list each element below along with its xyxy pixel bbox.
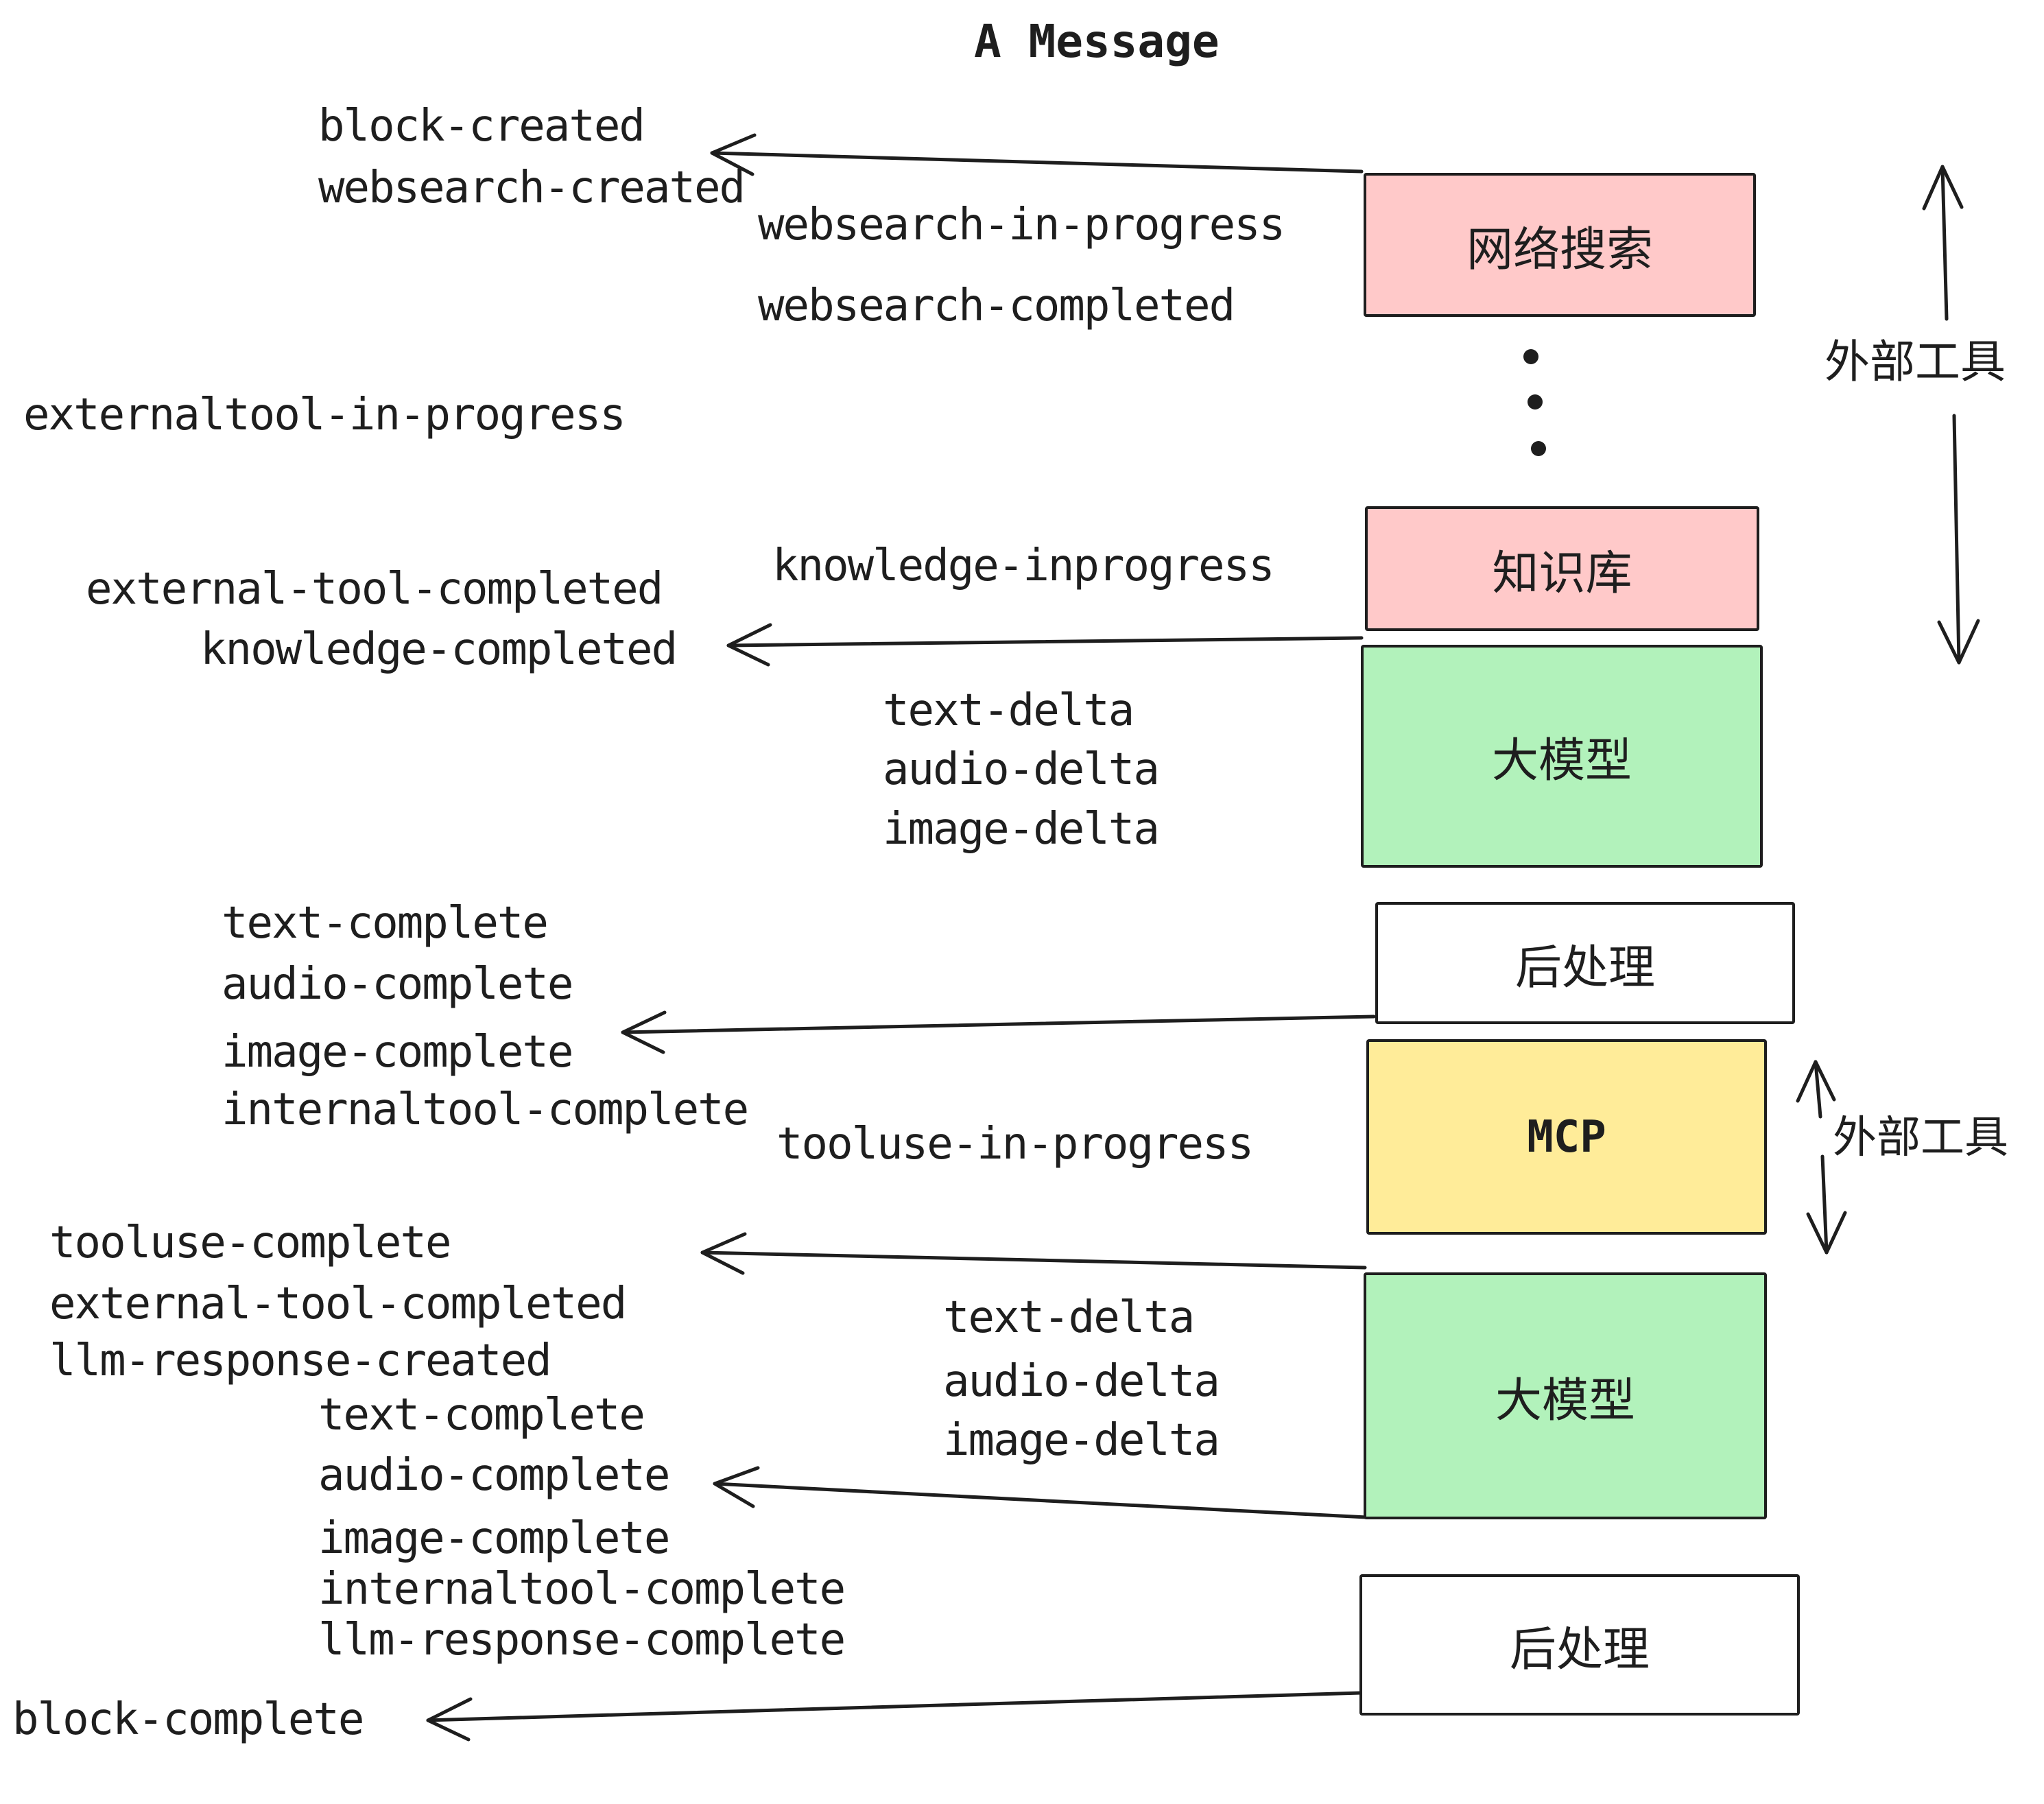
arrow-to-knowledge-completed (726, 623, 1364, 667)
event-tooluse-complete: tooluse-complete (49, 1218, 451, 1268)
box-mcp: MCP (1366, 1039, 1767, 1235)
event-image-complete-2: image-complete (318, 1513, 670, 1564)
box-knowledge-label: 知识库 (1492, 546, 1632, 601)
arrow-to-external-tool-completed-2 (700, 1232, 1367, 1275)
event-image-complete-1: image-complete (222, 1027, 573, 1078)
box-llm-2-label: 大模型 (1495, 1373, 1635, 1428)
event-text-delta-2: text-delta (943, 1292, 1195, 1343)
event-block-created: block-created (318, 101, 645, 152)
event-image-delta-2: image-delta (943, 1415, 1220, 1466)
box-llm-1-label: 大模型 (1491, 734, 1632, 788)
external-tools-middle-label: 外部工具 (1833, 1113, 2008, 1163)
arrow-to-image-complete-1 (621, 1010, 1376, 1054)
arrow-to-audio-complete-2 (713, 1466, 1368, 1519)
diagram-title: A Message (974, 15, 1220, 68)
external-tools-top-down-arrow (1937, 414, 1980, 665)
box-post-1: 后处理 (1375, 902, 1795, 1024)
external-tools-top-up-arrow (1922, 165, 1964, 321)
event-audio-complete-1: audio-complete (222, 959, 573, 1010)
event-llm-response-complete: llm-response-complete (318, 1615, 846, 1665)
box-post-2: 后处理 (1359, 1574, 1800, 1716)
box-post-1-label: 后处理 (1514, 940, 1655, 995)
event-external-tool-completed-1: external-tool-completed (86, 564, 663, 615)
event-text-complete-2: text-complete (318, 1390, 645, 1440)
arrow-to-block-complete (426, 1691, 1364, 1742)
event-websearch-in-progress: websearch-in-progress (758, 200, 1285, 250)
event-audio-complete-2: audio-complete (318, 1450, 670, 1501)
event-internaltool-complete-2: internaltool-complete (318, 1564, 846, 1615)
event-text-delta-1: text-delta (883, 685, 1134, 736)
event-knowledge-completed: knowledge-completed (200, 624, 678, 675)
external-tools-middle-up-arrow (1796, 1060, 1836, 1119)
box-knowledge: 知识库 (1365, 506, 1759, 631)
external-tools-middle-down-arrow (1806, 1154, 1847, 1255)
event-audio-delta-1: audio-delta (883, 744, 1160, 795)
event-block-complete: block-complete (12, 1694, 364, 1745)
event-websearch-completed: websearch-completed (758, 281, 1235, 331)
box-mcp-label: MCP (1527, 1111, 1606, 1163)
box-websearch-label: 网络搜索 (1466, 222, 1653, 277)
event-llm-response-created: llm-response-created (49, 1336, 552, 1386)
arrow-to-websearch-created (710, 133, 1364, 176)
vertical-ellipsis-icon (1523, 349, 1546, 456)
event-external-tool-completed-2: external-tool-completed (49, 1279, 627, 1329)
event-audio-delta-2: audio-delta (943, 1356, 1220, 1407)
box-websearch: 网络搜索 (1364, 173, 1756, 317)
event-knowledge-inprogress: knowledge-inprogress (772, 541, 1275, 591)
event-externaltool-in-progress: externaltool-in-progress (23, 390, 626, 440)
event-websearch-created: websearch-created (318, 163, 746, 213)
event-text-complete-1: text-complete (222, 898, 549, 949)
external-tools-top-label: 外部工具 (1825, 335, 2006, 388)
event-image-delta-1: image-delta (883, 804, 1160, 855)
box-llm-2: 大模型 (1364, 1272, 1767, 1519)
event-tooluse-in-progress: tooluse-in-progress (776, 1119, 1254, 1170)
event-internaltool-complete-1: internaltool-complete (222, 1084, 749, 1135)
box-post-2-label: 后处理 (1509, 1622, 1650, 1677)
box-llm-1: 大模型 (1361, 645, 1763, 868)
